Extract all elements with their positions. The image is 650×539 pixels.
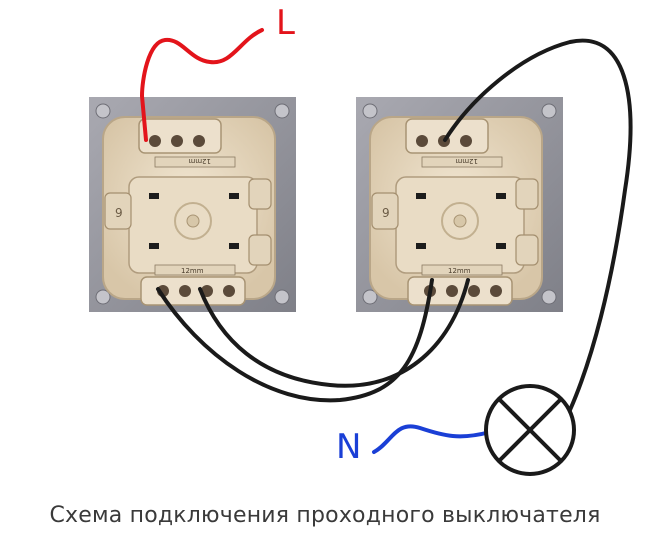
traveller-wire-1 bbox=[156, 278, 434, 403]
traveller-wire-2 bbox=[198, 278, 470, 388]
left-switch-strip-gauge-top: 12mm bbox=[188, 157, 211, 165]
lamp-symbol bbox=[484, 384, 576, 476]
right-switch-strip-gauge-bottom: 12mm bbox=[448, 267, 471, 275]
right-switch: 9 12mm 12mm bbox=[355, 96, 564, 313]
diagram-caption: Схема подключения проходного выключателя bbox=[49, 503, 601, 528]
load-wire-to-lamp bbox=[443, 38, 633, 412]
left-switch-strip-gauge-bottom: 12mm bbox=[181, 267, 204, 275]
neutral-label: N bbox=[336, 427, 362, 467]
phase-wire bbox=[139, 28, 264, 142]
neutral-wire bbox=[372, 424, 492, 454]
left-switch-model-digit: 9 bbox=[115, 206, 123, 220]
right-switch-model-digit: 9 bbox=[382, 206, 390, 220]
line-label: L bbox=[276, 3, 295, 43]
right-switch-strip-gauge-top: 12mm bbox=[455, 157, 478, 165]
left-switch: 9 12mm 12mm bbox=[88, 96, 297, 313]
